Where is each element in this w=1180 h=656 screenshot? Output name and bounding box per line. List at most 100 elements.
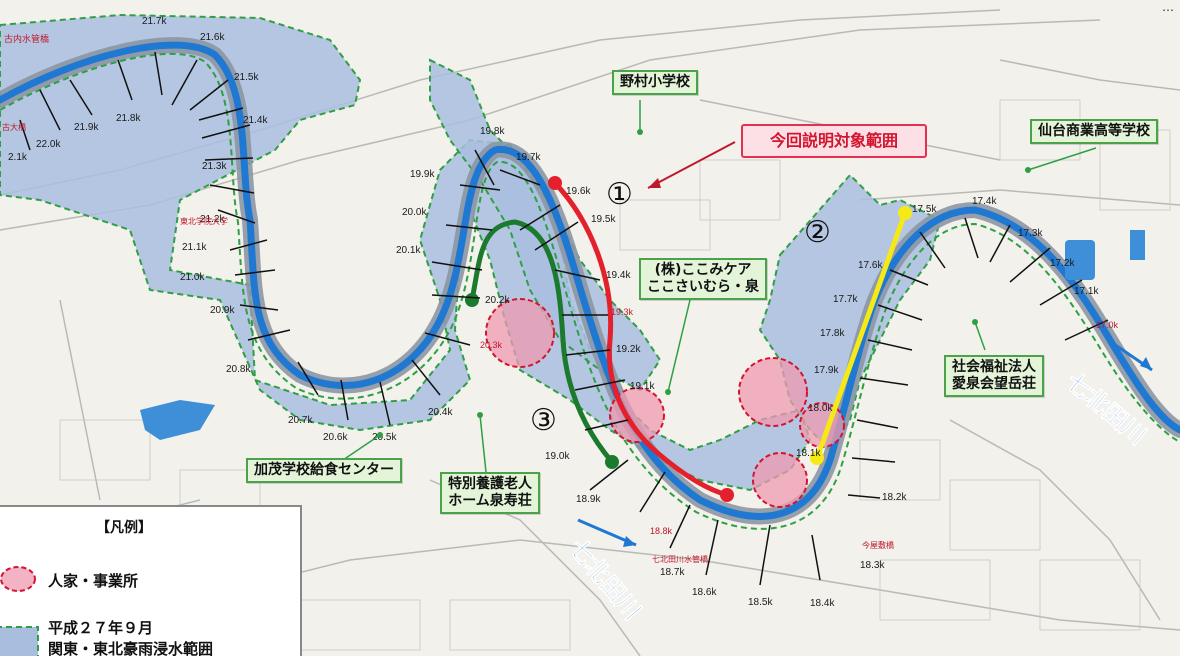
distance-post: 19.1k: [630, 381, 655, 392]
distance-post: 18.2k: [882, 492, 907, 503]
distance-post: 20.4k: [428, 407, 453, 418]
distance-post: 18.5k: [748, 597, 773, 608]
flood-areas: [0, 13, 942, 492]
callout-arrow: [647, 141, 736, 189]
facility-aisenkai-line1: 社会福祉法人: [952, 359, 1036, 375]
residential-circle: [609, 387, 665, 443]
route-yellow-start: [898, 206, 912, 220]
residential-circle: [752, 452, 808, 508]
distance-post: 17.1k: [1074, 286, 1099, 297]
distance-post: 20.1k: [396, 245, 421, 256]
distance-post: 20.8k: [226, 364, 251, 375]
distance-post: 22.0k: [36, 139, 61, 150]
distance-post: 21.6k: [200, 32, 225, 43]
distance-post: 18.9k: [576, 494, 601, 505]
river-edge-green: [0, 52, 1180, 530]
distance-post: 20.7k: [288, 415, 313, 426]
legend-residential-swatch: [0, 566, 36, 592]
section-number-1: ①: [606, 177, 633, 212]
distance-post: 18.8k: [650, 526, 673, 536]
facility-kokomi-line1: (株)ここみケア: [654, 262, 752, 278]
distance-post: 19.3k: [611, 307, 634, 317]
distance-post: 17.8k: [820, 328, 845, 339]
distance-post: 21.7k: [142, 16, 167, 27]
distance-post: 19.7k: [516, 152, 541, 163]
target-range-callout: 今回説明対象範囲: [741, 124, 927, 158]
facility-kamo-kyushoku: 加茂学校給食センター: [246, 458, 402, 483]
facility-izumiju-line1: 特別養護老人: [448, 476, 532, 492]
distance-post: 19.6k: [566, 186, 591, 197]
facility-izumiju-line2: ホーム泉寿荘: [448, 493, 532, 509]
distance-post: 17.6k: [858, 260, 883, 271]
tohoku-gakuin-label: 東北学院大学: [180, 216, 228, 226]
small-labels: 古内水管橋 東北学院大学 古大橋 七北田川水管橋 今屋敷橋: [2, 33, 894, 564]
legend-heading: 【凡例】: [96, 520, 152, 536]
facility-aisenkai: 社会福祉法人 愛泉会望岳荘: [944, 355, 1044, 397]
distance-post: 18.1k: [796, 448, 821, 459]
facility-kokomi-line2: ここさいむら・泉: [647, 279, 759, 295]
distance-post: 17.5k: [912, 204, 937, 215]
distance-post: 17.9k: [814, 365, 839, 376]
distance-post: 19.9k: [410, 169, 435, 180]
facility-aisenkai-line2: 愛泉会望岳荘: [952, 376, 1036, 392]
river-name-south: 七北田川: [563, 534, 646, 626]
ponds: [140, 230, 1145, 440]
distance-post: 19.5k: [591, 214, 616, 225]
facility-izumiju: 特別養護老人 ホーム泉寿荘: [440, 472, 540, 514]
distance-ticks: [19, 51, 1109, 586]
route-green-end: [605, 455, 619, 469]
distance-post: 18.3k: [860, 560, 885, 571]
river: [0, 41, 1180, 520]
distance-post: 18.6k: [692, 587, 717, 598]
kouchi-bridge-label: 古内水管橋: [4, 33, 49, 45]
route-green: [469, 219, 614, 464]
section-number-3: ③: [530, 403, 557, 438]
distance-post: 20.6k: [323, 432, 348, 443]
distance-post: 17.4k: [972, 196, 997, 207]
facility-leaders: [339, 100, 1097, 473]
route-red-start: [548, 176, 562, 190]
ohashi-label: 古大橋: [2, 122, 26, 132]
route-red-end: [720, 488, 734, 502]
residential-circle: [485, 298, 555, 368]
legend-flood-label-2: 関東・東北豪雨浸水範囲: [48, 640, 214, 656]
distance-post: 21.0k: [180, 272, 205, 283]
distance-post: 17.7k: [833, 294, 858, 305]
distance-post: 21.8k: [116, 113, 141, 124]
distance-post: 19.2k: [616, 344, 641, 355]
distance-post: 18.7k: [660, 567, 685, 578]
distance-post: 21.9k: [74, 122, 99, 133]
distance-post: 17.2k: [1050, 258, 1075, 269]
section-number-2: ②: [804, 215, 831, 250]
legend: 【凡例】 人家・事業所 平成２７年９月 関東・東北豪雨浸水範囲: [0, 505, 302, 656]
legend-flood-label-1: 平成２７年９月: [48, 619, 154, 637]
legend-flood-swatch: [0, 626, 39, 656]
distance-post: 21.5k: [234, 72, 259, 83]
route-yellow: [814, 212, 908, 459]
facility-sendai-shogyo: 仙台商業高等学校: [1030, 119, 1158, 144]
distance-post: 21.2k: [200, 214, 225, 225]
distance-post: 20.2k: [485, 295, 510, 306]
bottom-bridge-label: 七北田川水管橋: [652, 554, 708, 564]
distance-post: 19.4k: [606, 270, 631, 281]
legend-residential-label: 人家・事業所: [48, 572, 139, 590]
route-yellow-end: [810, 451, 824, 465]
distance-labels: 21.7k 21.6k 21.5k 21.4k 21.3k 21.2k 21.1…: [8, 16, 1119, 609]
distance-post: 17.0k: [1096, 320, 1119, 330]
flood-area-west: [0, 13, 812, 492]
distance-post: 18.0k: [808, 403, 833, 414]
route-green-start: [465, 293, 479, 307]
facility-markers: [377, 129, 1031, 438]
legend-swatches: [0, 566, 39, 656]
right-bridge-label: 今屋敷橋: [862, 540, 894, 550]
route-red: [553, 181, 728, 498]
residential-circle: [738, 357, 808, 427]
distance-post: 19.8k: [480, 126, 505, 137]
distance-post: 20.3k: [480, 340, 503, 350]
distance-post: 21.1k: [182, 242, 207, 253]
page-number: …: [1162, 0, 1174, 14]
distance-post: 21.4k: [243, 115, 268, 126]
distance-post: 20.0k: [402, 207, 427, 218]
